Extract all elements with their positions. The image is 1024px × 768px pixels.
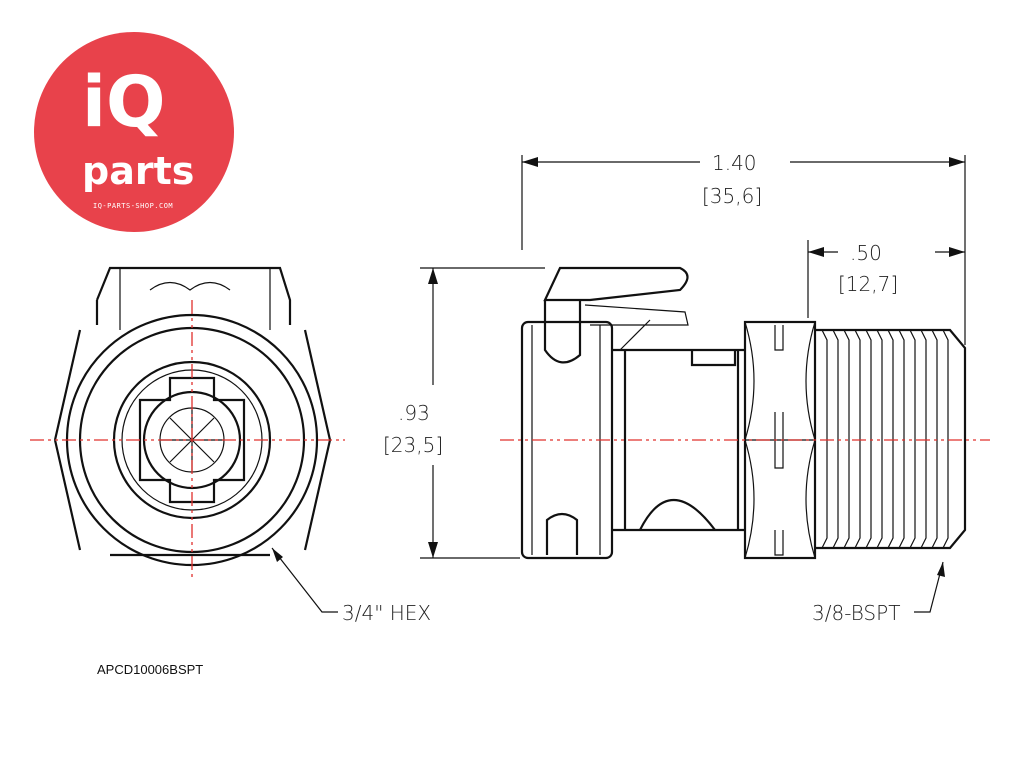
thread bbox=[815, 328, 967, 550]
hex-callout: 3/4" HEX bbox=[342, 601, 431, 625]
side-view bbox=[500, 266, 990, 560]
thread-callout: 3/8-BSPT bbox=[812, 601, 900, 625]
part-number: APCD10006BSPT bbox=[97, 662, 204, 677]
dimension-lines bbox=[271, 155, 966, 613]
height-mm: [23,5] bbox=[383, 433, 443, 457]
height-inch: .93 bbox=[398, 401, 430, 425]
overall-length-mm: [35,6] bbox=[702, 184, 762, 208]
thread-length-mm: [12,7] bbox=[838, 272, 898, 296]
logo-word: parts bbox=[82, 149, 194, 193]
overall-length-inch: 1.40 bbox=[712, 151, 757, 175]
iq-parts-logo: iQ parts IQ-PARTS-SHOP.COM bbox=[34, 32, 234, 232]
logo-mark: iQ bbox=[82, 61, 166, 143]
thread-length-inch: .50 bbox=[850, 241, 882, 265]
front-view bbox=[30, 266, 345, 580]
logo-url: IQ-PARTS-SHOP.COM bbox=[93, 202, 173, 210]
